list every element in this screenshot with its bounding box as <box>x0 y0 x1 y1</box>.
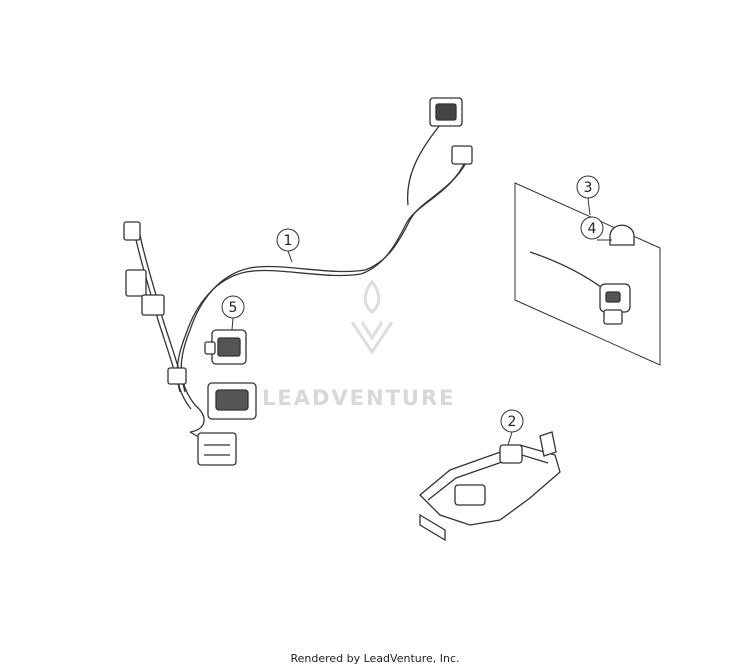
holder-bracket <box>419 431 561 542</box>
leadventure-watermark: LEADVENTURE <box>262 279 455 410</box>
callout-5: 5 <box>221 295 245 319</box>
kit-cable <box>529 251 606 291</box>
wiring-harness <box>134 124 471 441</box>
harness-connector-left <box>123 221 187 385</box>
harness-connector-lower <box>197 382 257 466</box>
plug-part <box>599 283 631 325</box>
callout-3: 3 <box>576 175 600 199</box>
cap-part <box>609 224 635 246</box>
callout-4: 4 <box>580 216 604 240</box>
kit-box <box>514 182 661 366</box>
callout-1: 1 <box>276 228 300 252</box>
harness-connector-top <box>429 97 473 165</box>
watermark-logo-icon <box>350 279 394 355</box>
callout-4-label: 4 <box>588 221 597 237</box>
callout-3-label: 3 <box>584 180 593 196</box>
callout-2: 2 <box>500 409 524 433</box>
leader-lines <box>231 197 612 446</box>
callout-2-label: 2 <box>508 414 517 430</box>
render-credit: Rendered by LeadVenture, Inc. <box>290 652 460 665</box>
callout-5-label: 5 <box>229 300 238 316</box>
watermark-text: LEADVENTURE <box>262 386 455 410</box>
switch-part <box>204 329 247 365</box>
callout-1-label: 1 <box>284 233 293 249</box>
